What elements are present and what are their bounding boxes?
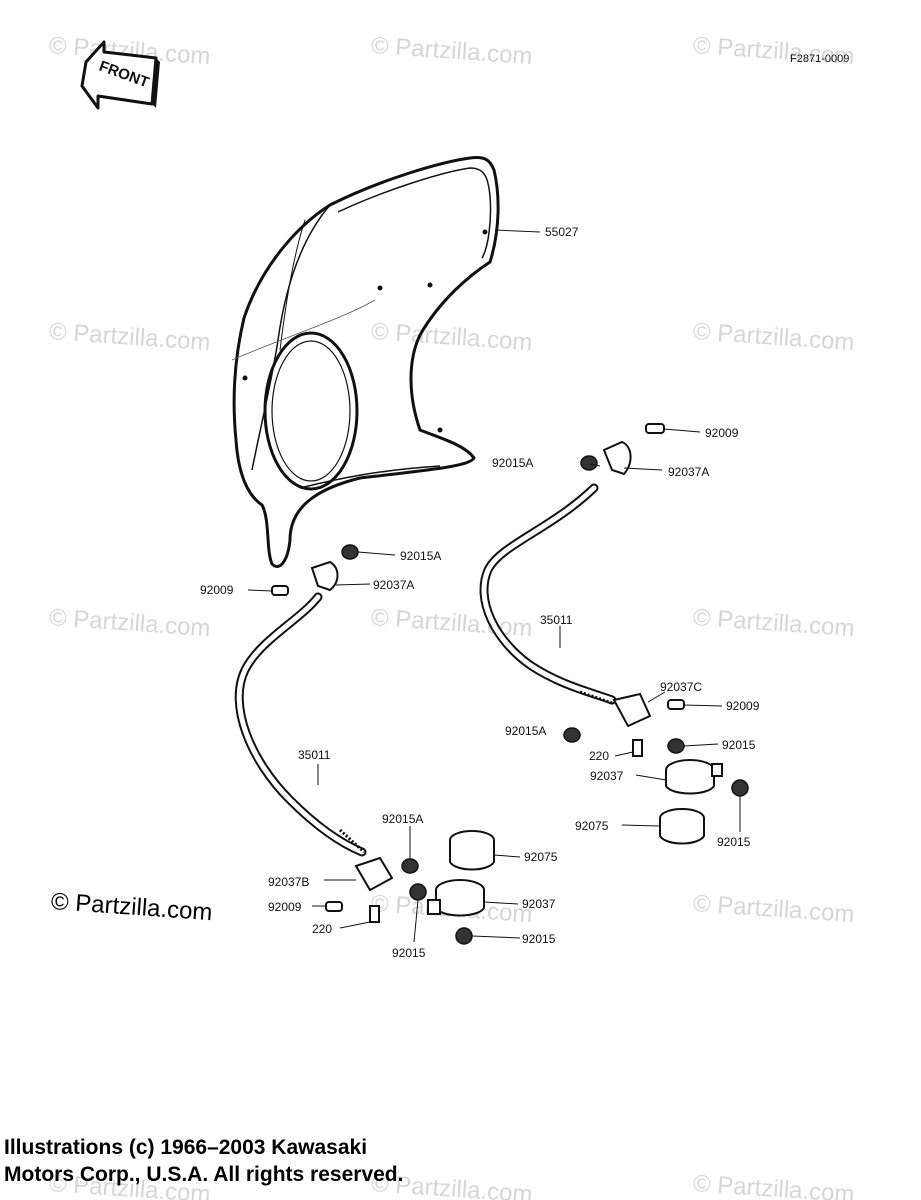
callout-r-bolt-mid: 92009 xyxy=(726,699,760,713)
left-bracket-top xyxy=(310,560,371,592)
left-bolt-top xyxy=(247,585,289,596)
right-bracket-c xyxy=(612,691,666,728)
callout-r-rubber: 92075 xyxy=(575,819,609,833)
callout-l-clamp: 92037 xyxy=(522,897,556,911)
callout-l-nut-a-low: 92015A xyxy=(382,812,423,826)
right-stay-rod xyxy=(479,483,617,705)
callout-r-clamp: 92037 xyxy=(590,769,624,783)
copyright-line-1: Illustrations (c) 1966–2003 Kawasaki xyxy=(4,1136,368,1159)
left-nut-top xyxy=(341,544,396,560)
callout-r-nut-top: 92015A xyxy=(492,456,533,470)
callout-l-stay: 35011 xyxy=(298,748,331,762)
right-nut-top xyxy=(580,455,598,471)
callout-r-bracket-c: 92037C xyxy=(660,680,702,694)
right-bolt-mid xyxy=(667,699,723,710)
left-rubber xyxy=(449,830,521,871)
callout-r-washer: 220 xyxy=(589,749,609,763)
right-bolt-top xyxy=(645,423,701,434)
callout-l-nut-low2: 92015 xyxy=(522,932,556,946)
right-nut-a-mid xyxy=(563,727,581,743)
windshield xyxy=(231,156,500,568)
left-bracket-b xyxy=(324,856,394,892)
callout-r-nut-low: 92015 xyxy=(717,835,751,849)
drawing-code: F2871-0009 xyxy=(790,53,849,65)
callout-r-nut-mid: 92015 xyxy=(722,738,756,752)
callout-l-washer: 220 xyxy=(312,922,332,936)
callout-l-bracket-top: 92037A xyxy=(373,578,414,592)
right-nut-low xyxy=(731,779,749,832)
callout-r-bolt-top: 92009 xyxy=(705,426,739,440)
left-clamp xyxy=(427,879,519,917)
callout-r-stay: 35011 xyxy=(540,613,573,627)
callout-windshield: 55027 xyxy=(545,225,579,239)
right-bracket-top xyxy=(602,440,663,476)
callout-l-nut-low: 92015 xyxy=(392,946,426,960)
left-nut-a-low xyxy=(401,826,419,874)
copyright-line-2: Motors Corp., U.S.A. All rights reserved… xyxy=(4,1163,404,1186)
callout-l-rubber: 92075 xyxy=(524,850,558,864)
callout-l-bolt-top: 92009 xyxy=(200,583,234,597)
right-rubber xyxy=(621,808,705,845)
left-stay-rod xyxy=(234,592,367,857)
left-washer xyxy=(339,905,380,929)
left-nut-low2 xyxy=(455,927,521,945)
callout-l-nut-top: 92015A xyxy=(400,549,441,563)
callout-r-nut-a-mid: 92015A xyxy=(505,724,546,738)
right-clamp xyxy=(635,759,723,795)
callout-l-bolt-low: 92009 xyxy=(268,900,302,914)
callout-l-bracket-b: 92037B xyxy=(268,875,309,889)
left-bolt-low xyxy=(312,901,343,912)
callout-r-bracket-top: 92037A xyxy=(668,465,709,479)
front-arrow-icon: FRONT xyxy=(80,40,160,110)
left-nut-low xyxy=(409,883,427,943)
right-washer xyxy=(614,739,643,757)
right-nut-mid xyxy=(667,738,719,754)
